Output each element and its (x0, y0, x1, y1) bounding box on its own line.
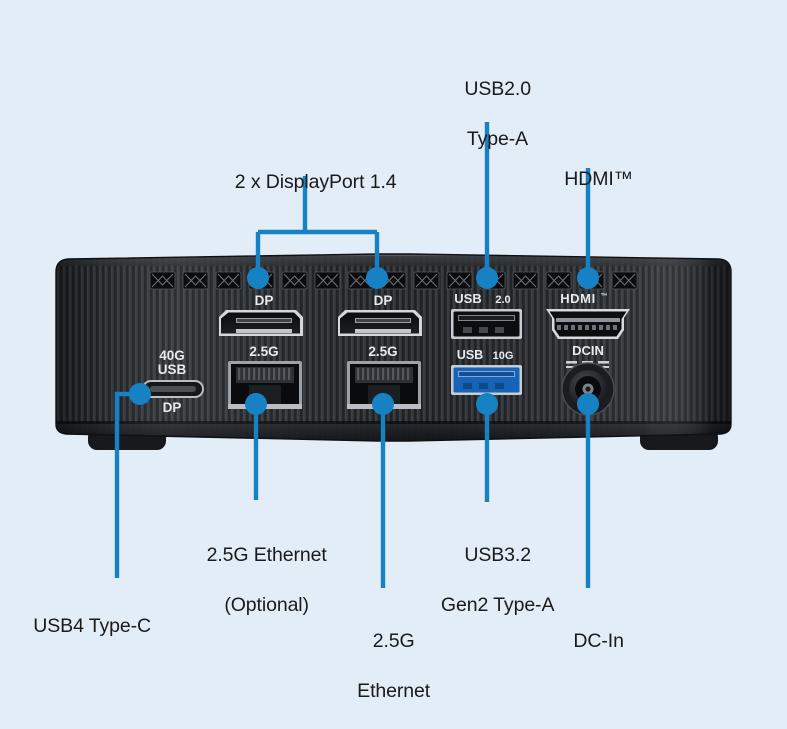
callout-label-usb32-line2: Gen2 Type-A (440, 594, 555, 616)
dp-right-marking: DP (374, 293, 393, 308)
callout-label-eth-opt-line2: (Optional) (224, 594, 309, 616)
callout-label-hdmi: HDMI™ (543, 142, 633, 217)
vent-grille (149, 271, 638, 290)
usb10g-speed-marking: 10G (493, 350, 514, 362)
callout-label-usb32-gen2: USB3.2 Gen2 Type-A (420, 518, 555, 643)
ethernet-right-port (347, 361, 421, 409)
callout-label-usb32-line1: USB3.2 (464, 544, 531, 566)
dc-in-port (561, 362, 615, 416)
callout-label-usb4-type-c: USB4 Type-C (12, 589, 151, 664)
callout-label-displayport-line1: 2 x DisplayPort 1.4 (234, 171, 397, 193)
usb20-version-marking: 2.0 (495, 294, 510, 306)
dcin-marking: DCIN (572, 343, 604, 358)
hdmi-marking: HDMI (560, 291, 596, 306)
hdmi-tm-marking: ™ (601, 293, 608, 300)
chassis-silkscreen-labels: DP DP USB 2.0 HDMI ™ 2.5G 2.5G USB 10G D… (158, 291, 609, 415)
callout-label-dc-in: DC-In (552, 604, 624, 679)
dp-left-marking: DP (255, 293, 274, 308)
callout-label-eth-line1: 2.5G (372, 630, 415, 652)
usb4-type-c-port (142, 380, 204, 398)
callout-label-ethernet: 2.5G Ethernet (336, 604, 430, 729)
displayport-left-port (219, 310, 303, 336)
callout-label-usb20-type-a: USB2.0 Type-A (443, 52, 531, 177)
lan-left-marking: 2.5G (249, 344, 278, 359)
callout-label-hdmi-line1: HDMI™ (564, 168, 634, 190)
displayport-right-port (338, 310, 422, 336)
callout-label-ethernet-optional: 2.5G Ethernet (Optional) (185, 518, 327, 643)
hdmi-port (546, 309, 630, 339)
typec-dp-marking: DP (163, 400, 182, 415)
diagram-canvas: DP DP USB 2.0 HDMI ™ 2.5G 2.5G USB 10G D… (12, 52, 732, 702)
callout-label-eth-opt-line1: 2.5G Ethernet (206, 544, 327, 566)
callout-label-eth-line2: Ethernet (357, 680, 431, 702)
callout-label-usb20-line2: Type-A (466, 128, 529, 150)
callout-label-usb20-line1: USB2.0 (464, 78, 531, 100)
usb20-marking: USB (454, 291, 481, 306)
typec-usb-marking: USB (158, 362, 187, 377)
usb20-type-a-port (451, 309, 522, 339)
ethernet-left-port (228, 361, 302, 409)
usb10g-marking: USB (457, 348, 483, 362)
callout-label-displayport: 2 x DisplayPort 1.4 (213, 145, 397, 220)
callout-label-dcin-line1: DC-In (573, 630, 624, 652)
usb32-gen2-port (451, 365, 522, 395)
typec-40g-marking: 40G (159, 348, 185, 363)
lan-right-marking: 2.5G (368, 344, 397, 359)
callout-label-usb4-line1: USB4 Type-C (33, 615, 152, 637)
